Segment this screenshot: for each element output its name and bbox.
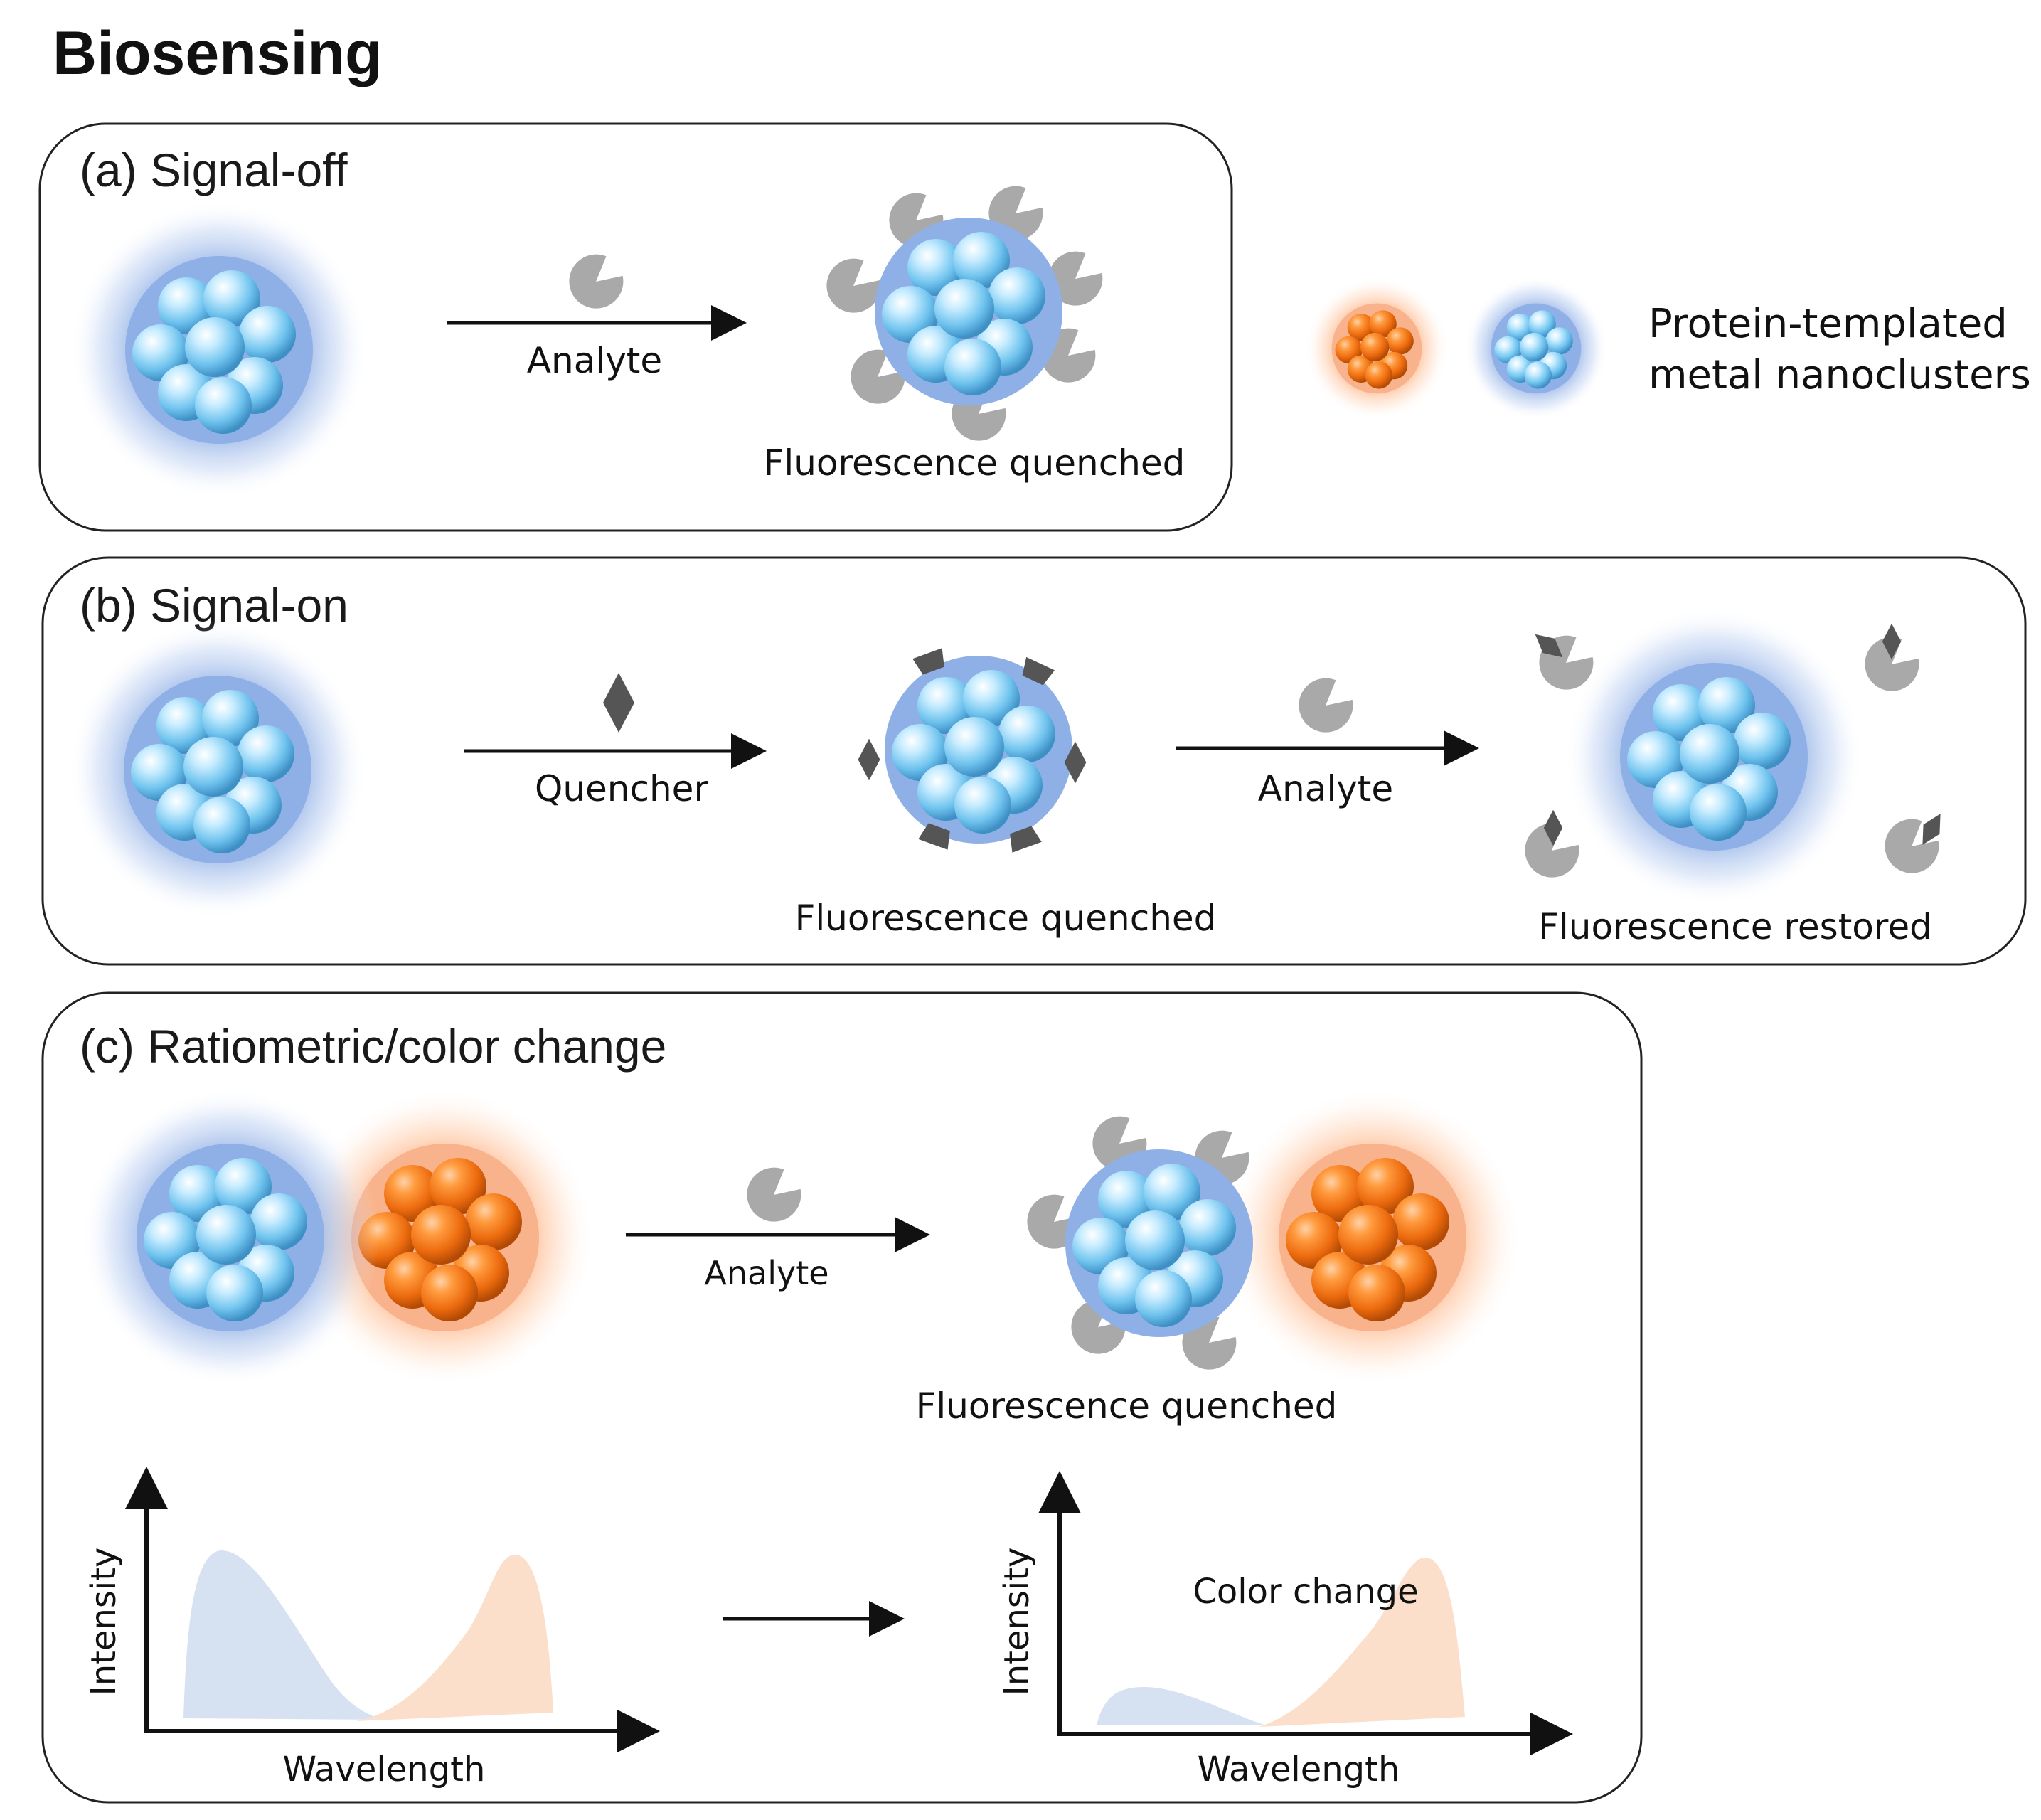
result-label: Fluorescence quenched (764, 442, 1185, 484)
nanocluster-quenched (815, 177, 1112, 452)
spectrum-plot-after: Intensity Wavelength Color change (997, 1471, 1573, 1789)
nanocluster-blue (68, 620, 367, 919)
legend: Protein-templated metal nanoclusters (1305, 277, 2031, 420)
nanocluster-orange (1223, 1088, 1522, 1387)
spectrum-plot-before: Intensity Wavelength (84, 1467, 660, 1789)
quenched-label: Fluorescence quenched (795, 898, 1217, 939)
nanocluster-blue (70, 201, 368, 499)
quencher-icon (603, 673, 634, 733)
legend-line-1: Protein-templated (1648, 301, 2008, 347)
peak-orange (356, 1555, 553, 1721)
analyte-icon (735, 1159, 810, 1233)
nanocluster-quencher-bound (858, 648, 1087, 853)
panel-signal-off: (a) Signal-off Analyte Fluorescence quen… (38, 122, 1233, 532)
panel-a-title: (a) Signal-off (80, 144, 348, 196)
peak-blue (1097, 1687, 1266, 1725)
arrow-label: Analyte (704, 1254, 828, 1292)
legend-orange-cluster-icon (1305, 277, 1449, 420)
legend-blue-cluster-icon (1464, 277, 1608, 420)
color-change-annotation: Color change (1193, 1572, 1418, 1612)
nanocluster-blue (81, 1088, 380, 1387)
nanocluster-restored (1565, 607, 1863, 906)
analyte-icon (1287, 669, 1362, 744)
panel-c-title: (c) Ratiometric/color change (80, 1020, 666, 1073)
analyte-icon (558, 245, 632, 320)
y-axis-label: Intensity (84, 1548, 124, 1696)
peak-blue (183, 1550, 384, 1720)
result-label: Fluorescence quenched (916, 1385, 1338, 1427)
nanocluster-quenched (1016, 1107, 1258, 1381)
page-title: Biosensing (53, 19, 383, 87)
arrow-label: Analyte (527, 340, 662, 381)
arrow-1-label: Quencher (535, 768, 708, 809)
legend-line-2: metal nanoclusters (1648, 352, 2031, 398)
restored-label: Fluorescence restored (1538, 906, 1932, 947)
panel-ratiometric: (c) Ratiometric/color change Analyte Flu… (41, 991, 1643, 1804)
x-axis-label: Wavelength (283, 1750, 486, 1789)
y-axis-label: Intensity (997, 1548, 1037, 1696)
peak-orange (1259, 1558, 1465, 1727)
arrow-2-label: Analyte (1258, 768, 1393, 809)
x-axis-label: Wavelength (1198, 1750, 1400, 1789)
panel-signal-on: (b) Signal-on Quencher Fluorescence quen… (41, 556, 2027, 966)
